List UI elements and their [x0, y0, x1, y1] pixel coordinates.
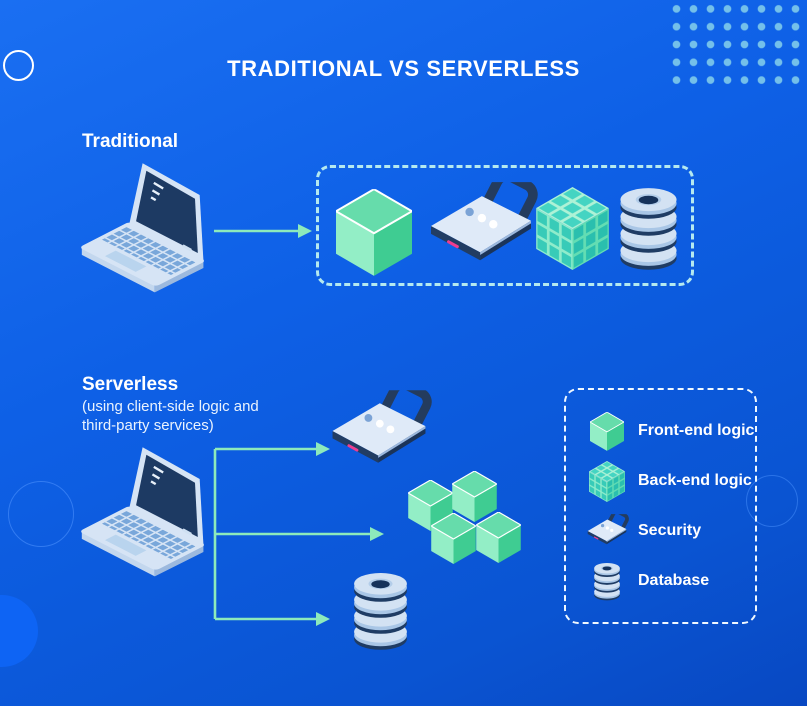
circle-outline-decoration-left	[8, 481, 74, 547]
legend-item-back-end-logic: Back-end logic	[584, 456, 755, 506]
page-title: TRADITIONAL VS SERVERLESS	[227, 56, 580, 81]
dots-grid-decoration	[668, 0, 805, 89]
lock-icon	[584, 514, 630, 548]
circle-outline-decoration-top-left	[3, 50, 34, 81]
legend-label: Security	[638, 522, 702, 539]
cube-icon	[584, 412, 630, 451]
arrow-right-icon	[214, 224, 312, 238]
cube-cluster-icon	[584, 461, 630, 502]
legend-item-front-end-logic: Front-end logic	[584, 406, 755, 456]
serverless-subtitle: (using client-side logic and third-party…	[82, 398, 259, 434]
cube-icon	[476, 512, 521, 563]
cube-icon	[431, 513, 476, 564]
legend-label: Back-end logic	[638, 472, 752, 489]
legend-item-security: Security	[584, 506, 755, 556]
traditional-services-box	[316, 165, 694, 286]
traditional-heading: Traditional	[82, 131, 179, 152]
lock-icon	[326, 390, 432, 472]
circle-filled-decoration-bottom-left	[0, 595, 38, 667]
cube-icon	[336, 189, 412, 276]
serverless-heading: Serverless	[82, 374, 179, 395]
legend-item-database: Database	[584, 556, 755, 606]
database-icon	[616, 186, 681, 271]
legend-box: Front-end logic Back-end logic Security …	[564, 388, 757, 624]
legend-label: Front-end logic	[638, 422, 755, 439]
lock-icon	[424, 182, 538, 270]
circle-outline-decoration-right	[746, 475, 798, 527]
database-icon	[350, 571, 411, 651]
branch-arrows	[213, 442, 384, 626]
legend-label: Database	[638, 572, 710, 589]
cube-cluster-icon	[536, 187, 609, 270]
laptop-icon	[62, 152, 212, 297]
database-icon	[584, 562, 630, 601]
laptop-icon	[62, 436, 212, 581]
